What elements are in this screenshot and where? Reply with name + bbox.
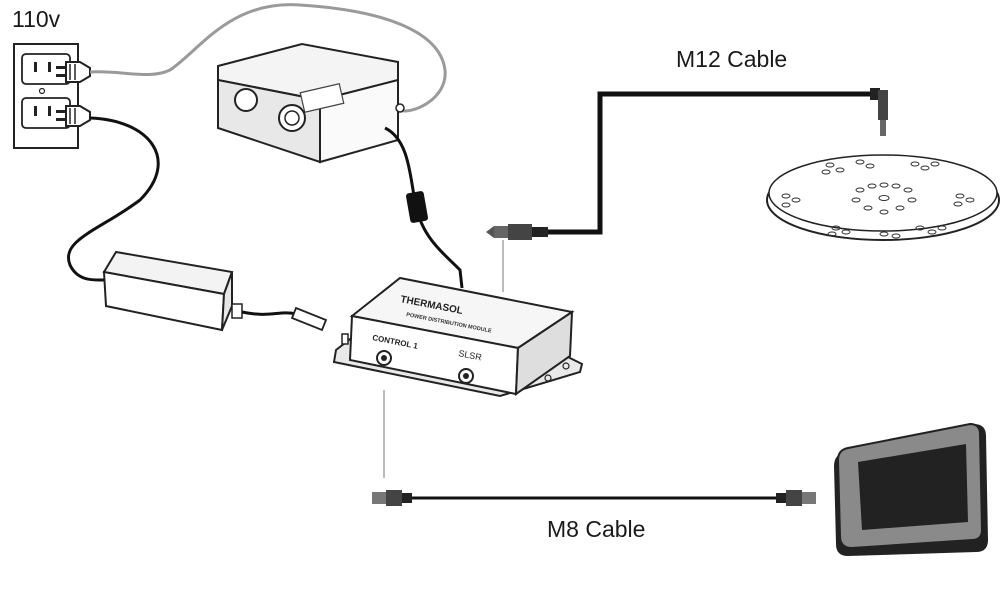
m12-cable: [548, 91, 872, 235]
m12-cable-label: M12 Cable: [676, 46, 788, 72]
port-slsr-label: SLSR: [458, 348, 483, 362]
steam-head-icon: [766, 154, 1000, 241]
outlet-icon: [13, 43, 79, 149]
generator-power-cord: [89, 3, 447, 113]
m12-connector-left: [486, 224, 548, 240]
power-distribution-module-icon: THERMASOL POWER DISTRIBUTION MODULE CONT…: [332, 276, 584, 398]
dc-barrel-plug: [290, 306, 328, 332]
ferrite-core: [406, 191, 428, 223]
m8-connector-right: [776, 490, 816, 506]
m12-connector-right: [870, 88, 888, 136]
plug-icon-bottom: [56, 105, 91, 127]
m8-connector-left: [372, 490, 412, 506]
steam-generator-icon: [217, 42, 405, 164]
voltage-label: 110v: [12, 6, 61, 32]
touch-control-panel-icon: [834, 422, 988, 556]
power-supply-icon: [102, 250, 243, 332]
power-supply-input-cable: [66, 116, 160, 282]
power-supply-output-cable: [241, 310, 297, 316]
plug-icon-top: [56, 61, 91, 83]
m8-cable-label: M8 Cable: [547, 516, 646, 542]
